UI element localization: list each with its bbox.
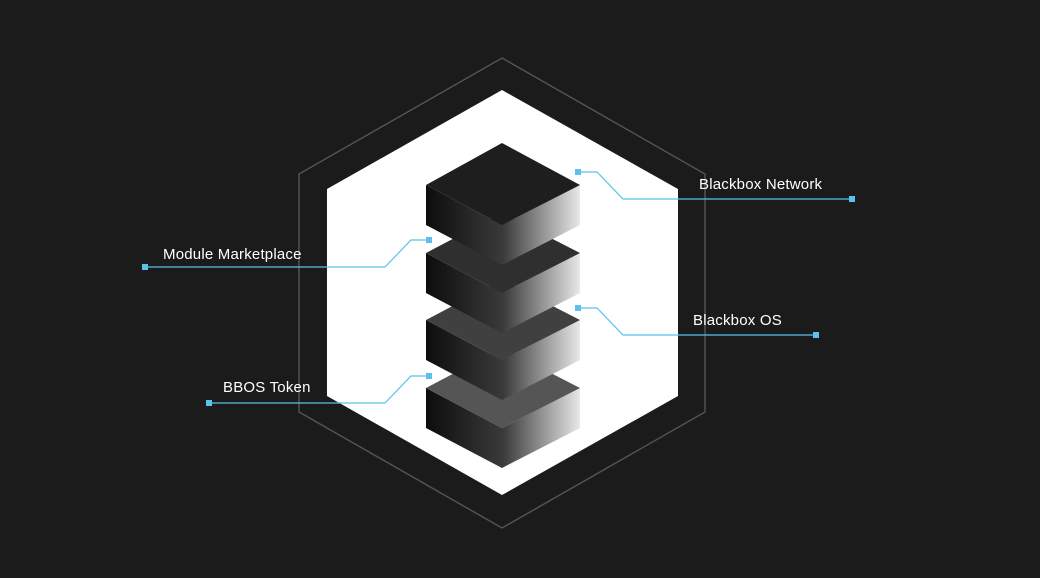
leader-dot [813,332,819,338]
leader-line [578,307,816,336]
label-blackbox-os: Blackbox OS [693,312,782,329]
leader-dot [426,237,432,243]
callout-blackbox-network: Blackbox Network [575,169,855,202]
stack-layer-blackbox-network [426,143,580,265]
callout-bbos-token: BBOS Token [206,373,432,406]
label-blackbox-network: Blackbox Network [699,176,823,193]
callout-blackbox-os: Blackbox OS [575,305,819,338]
layer-side [426,320,580,400]
leader-dot [426,373,432,379]
leader-line [209,375,429,404]
leader-dot [849,196,855,202]
leader-dot [206,400,212,406]
layer-side [426,388,580,468]
outer-hexagon [298,57,706,529]
leader-dot [575,305,581,311]
callout-module-marketplace: Module Marketplace [142,237,432,270]
leader-line [578,171,852,200]
layer-side [426,253,580,333]
leader-dot [575,169,581,175]
leader-dot [142,264,148,270]
layer-top [426,143,580,225]
layer-side [426,185,580,265]
leader-line [145,239,429,268]
label-module-marketplace: Module Marketplace [163,246,302,263]
label-bbos-token: BBOS Token [223,379,311,396]
